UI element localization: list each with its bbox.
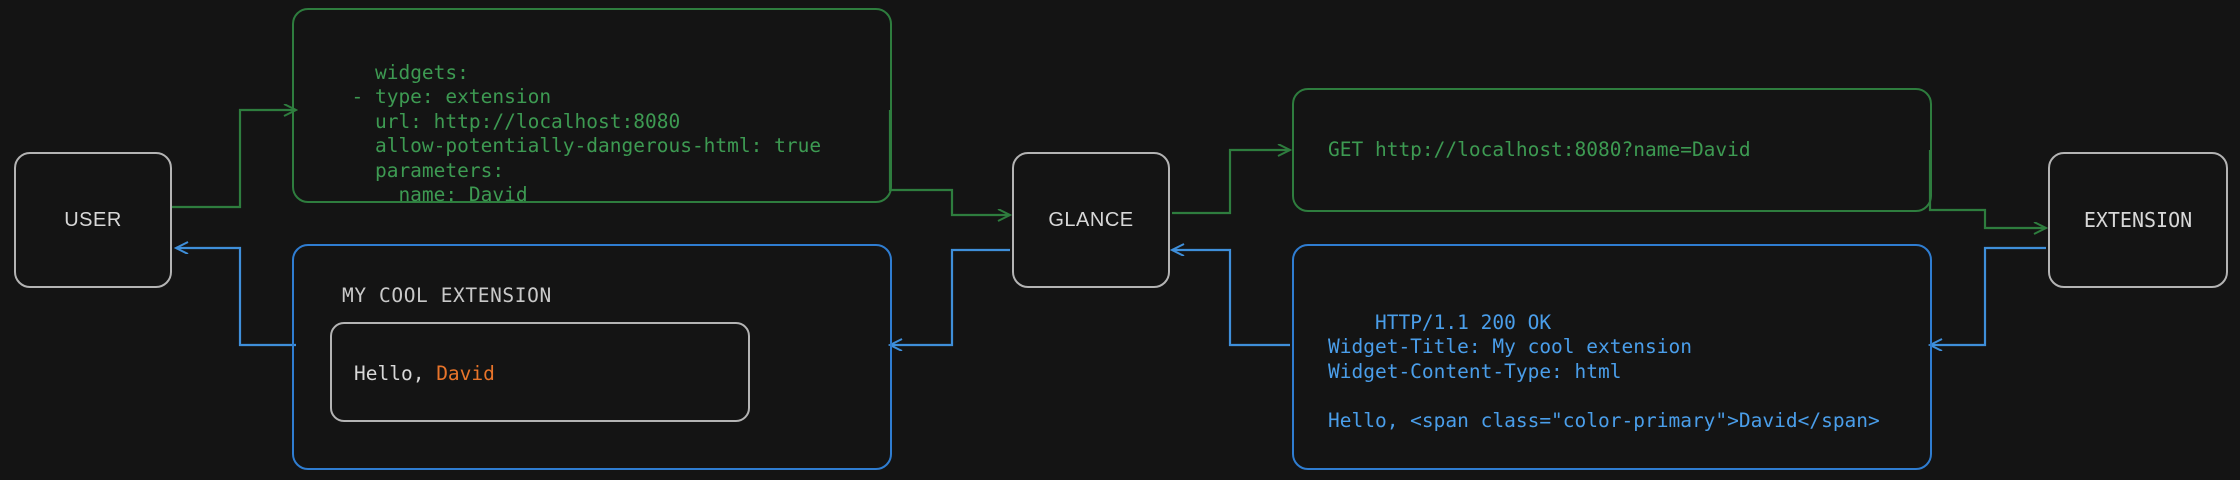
node-user[interactable]: USER	[14, 152, 172, 288]
node-user-label: USER	[64, 208, 122, 231]
rendered-widget-greeting: Hello, David	[354, 362, 495, 385]
node-extension-label: EXTENSION	[2083, 208, 2193, 232]
edge-config-to-glance	[888, 110, 1010, 215]
config-code-block: widgets: - type: extension url: http://l…	[292, 8, 892, 206]
rendered-widget-body-frame: Hello, David	[330, 322, 750, 422]
node-glance-label: GLANCE	[1048, 208, 1134, 231]
edge-request-to-extension	[1928, 150, 2046, 228]
node-glance[interactable]: GLANCE	[1012, 152, 1170, 288]
edge-widget-to-user	[176, 248, 296, 347]
greeting-prefix: Hello,	[354, 362, 437, 385]
rendered-widget-card[interactable]: MY COOL EXTENSION Hello, David	[292, 244, 892, 470]
edge-glance-to-widget	[890, 248, 1010, 345]
http-response-text: HTTP/1.1 200 OK Widget-Title: My cool ex…	[1328, 310, 1880, 432]
greeting-accent-name: David	[436, 362, 495, 385]
node-extension[interactable]: EXTENSION	[2048, 152, 2228, 288]
edge-glance-to-request	[1172, 150, 1290, 215]
edge-user-to-config	[172, 110, 296, 209]
rendered-widget-title: MY COOL EXTENSION	[342, 284, 552, 307]
config-code-text: widgets: - type: extension url: http://l…	[351, 60, 822, 207]
http-request-block: GET http://localhost:8080?name=David	[1292, 88, 1932, 212]
edge-extension-to-response	[1930, 246, 2046, 345]
http-request-text: GET http://localhost:8080?name=David	[1328, 137, 1751, 161]
http-response-block: HTTP/1.1 200 OK Widget-Title: My cool ex…	[1292, 244, 1932, 470]
edge-response-to-glance	[1172, 250, 1290, 347]
